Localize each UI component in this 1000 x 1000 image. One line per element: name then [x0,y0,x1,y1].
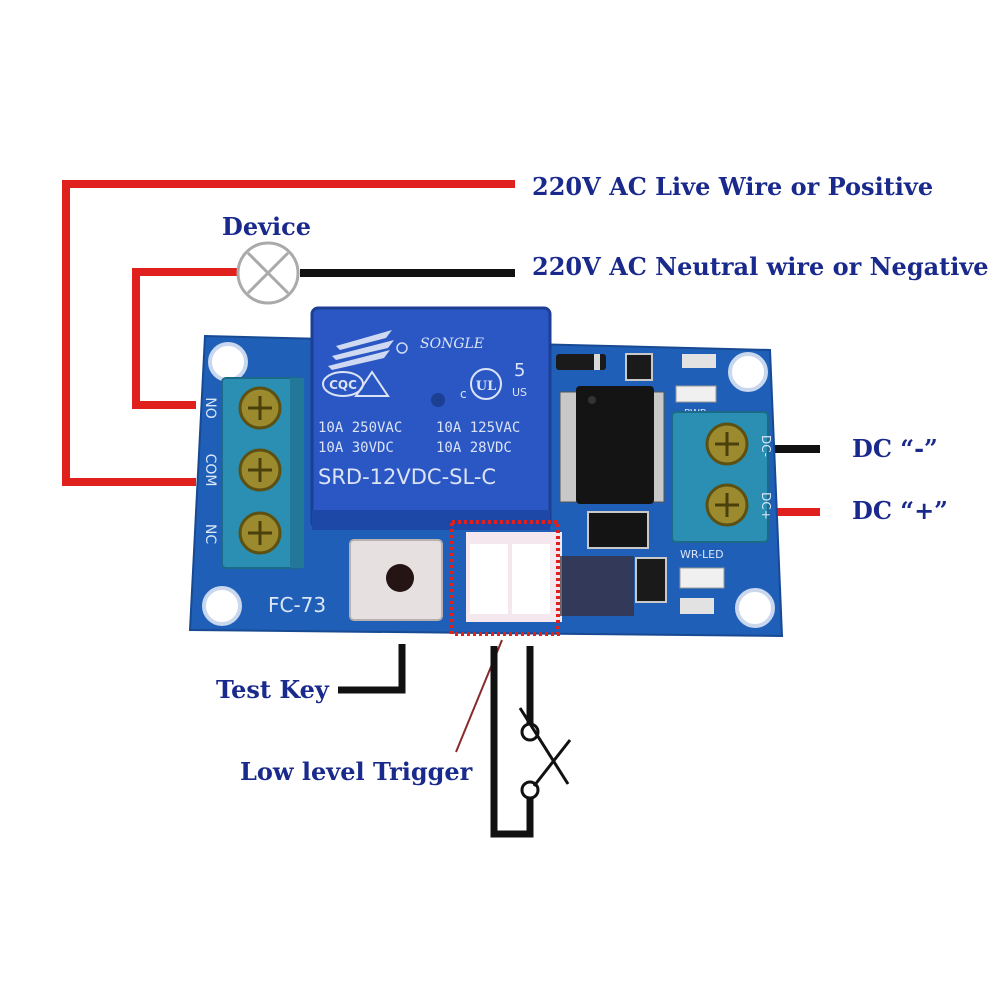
relay-model: SRD-12VDC-SL-C [318,465,496,489]
label-dc-plus: DC “+” [852,496,948,525]
device-to-no-wire [132,268,243,409]
ic-chip [559,386,665,504]
screw-icon [238,448,282,492]
terminal-label-dc-plus: DC+ [759,492,773,520]
label-neutral-wire: 220V AC Neutral wire or Negative [532,252,989,281]
warning-triangle-icon [354,370,390,397]
relay-spec-right-2: 10A 28VDC [436,440,512,456]
pwr-led [675,385,717,403]
mounting-hole-icon [735,588,775,628]
trigger-highlight-box [450,520,560,636]
label-test-key: Test Key [216,675,329,704]
label-device: Device [222,212,312,241]
terminal-label-com: COM [202,454,218,487]
smd-resistor [625,353,653,381]
mounting-hole-icon [728,352,768,392]
relay-output-terminal [221,377,304,569]
wr-led-label: WR-LED [680,548,724,561]
transistor [587,511,649,549]
test-key-button [349,539,443,621]
label-live-wire: 220V AC Live Wire or Positive [532,172,934,201]
songle-logo-icon [328,330,408,370]
terminal-label-dc-minus: DC- [759,435,773,457]
device-lamp-icon [236,241,300,305]
terminal-label-no: NO [202,397,218,419]
svg-text:UL: UL [476,379,496,394]
relay-component: SONGLE CQC c UL 5 US 10A 250VAC 10A 30VD… [310,306,552,530]
screw-icon [238,386,282,430]
relay-spec-left-2: 10A 30VDC [318,440,394,456]
test-key-leader [338,644,406,694]
relay-brand: SONGLE [420,336,484,352]
live-wire [62,180,515,486]
smd-part [635,557,667,603]
dc-input-terminal: DC- DC+ [671,411,773,543]
svg-text:CQC: CQC [329,378,357,392]
diode-component [556,354,606,370]
relay-us: US [512,386,527,399]
screw-icon [705,422,749,466]
ul-logo-icon: c UL [460,368,502,401]
mounting-hole-icon [208,342,248,382]
relay-spec-right-1: 10A 125VAC [436,420,520,436]
smd-resistor [682,354,716,368]
trigger-switch [490,646,572,838]
label-dc-minus: DC “-” [852,434,938,463]
smd-resistor [680,598,714,614]
mounting-hole-icon [202,586,242,626]
board-name: FC-73 [268,593,326,617]
svg-text:c: c [460,387,467,401]
relay-num: 5 [514,360,525,381]
screw-icon [705,483,749,527]
screw-icon [238,511,282,555]
trigger-header [466,532,634,622]
wr-led [679,567,725,589]
terminal-label-nc: NC [202,524,218,544]
relay-spec-left-1: 10A 250VAC [318,420,402,436]
label-low-level-trigger: Low level Trigger [240,757,473,786]
